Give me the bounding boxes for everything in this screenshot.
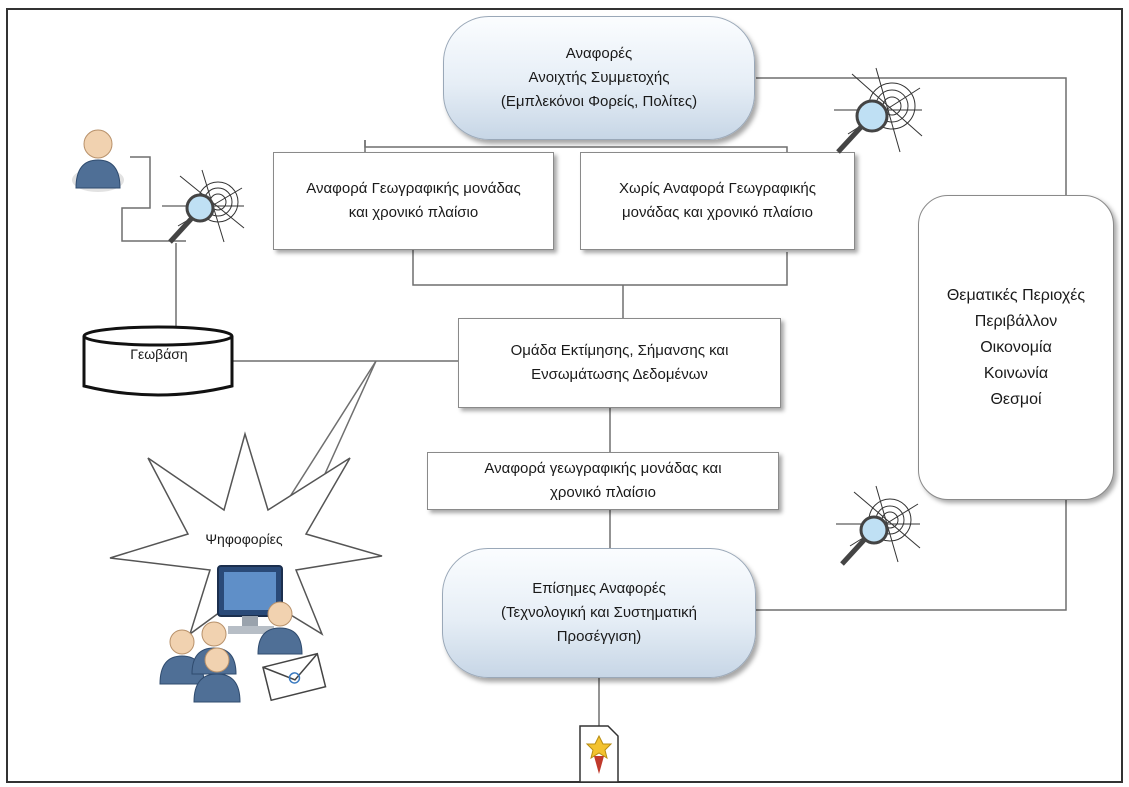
without-geo-line-2: μονάδας και χρονικό πλαίσιο (621, 204, 814, 221)
with-geo-reference-box: Αναφορά Γεωγραφικής μονάδας και χρονικό … (273, 152, 554, 250)
assessment-line-1: Ομάδα Εκτίμησης, Σήμανσης και (510, 342, 729, 359)
certificate-icon (579, 725, 619, 783)
open-reports-line-1: Αναφορές (565, 45, 633, 62)
computer-icon (217, 565, 283, 634)
web-magnifier-icon (162, 169, 245, 244)
person-icon (257, 601, 303, 655)
themes-line-3: Οικονομία (980, 338, 1052, 356)
envelope-icon (262, 652, 327, 702)
official-reports: Επίσημες Αναφορές (Τεχνολογική και Συστη… (442, 548, 756, 678)
thematic-areas-box: Θεματικές Περιοχές Περιβάλλον Οικονομία … (918, 195, 1114, 500)
web-magnifier-icon (836, 485, 921, 566)
official-line-2: (Τεχνολογική και Συστηματική (501, 604, 697, 621)
with-geo-line-1: Αναφορά Γεωγραφικής μονάδας (306, 180, 521, 197)
official-line-1: Επίσημες Αναφορές (532, 580, 666, 597)
database-icon (82, 325, 234, 397)
geo-reference-output-box: Αναφορά γεωγραφικής μονάδας και χρονικό … (427, 452, 779, 510)
votes-label: Ψηφοφορίες (205, 531, 283, 547)
geobase-label: Γεωβάση (130, 346, 188, 362)
themes-line-1: Θεματικές Περιοχές (946, 286, 1086, 304)
geo-output-line-2: χρονικό πλαίσιο (550, 484, 656, 501)
open-participation-reports: Αναφορές Ανοιχτής Συμμετοχής (Εμπλεκόνοι… (443, 16, 755, 140)
person-icon (72, 129, 124, 192)
with-geo-line-2: και χρονικό πλαίσιο (348, 204, 479, 221)
web-magnifier-icon (834, 67, 923, 154)
without-geo-line-1: Χωρίς Αναφορά Γεωγραφικής (619, 180, 816, 197)
official-line-3: Προσέγγιση) (556, 628, 642, 645)
themes-line-5: Θεσμοί (990, 390, 1042, 408)
themes-line-4: Κοινωνία (983, 364, 1049, 382)
assessment-line-2: Ενσωμάτωσης Δεδομένων (531, 366, 708, 383)
open-reports-line-2: Ανοιχτής Συμμετοχής (528, 69, 670, 86)
themes-line-2: Περιβάλλον (974, 312, 1058, 330)
diagram-border (6, 8, 1123, 783)
person-icon (193, 647, 241, 703)
without-geo-reference-box: Χωρίς Αναφορά Γεωγραφικής μονάδας και χρ… (580, 152, 855, 250)
open-reports-line-3: (Εμπλεκόνοι Φορείς, Πολίτες) (500, 93, 698, 110)
assessment-team-box: Ομάδα Εκτίμησης, Σήμανσης και Ενσωμάτωση… (458, 318, 781, 408)
geo-output-line-1: Αναφορά γεωγραφικής μονάδας και (484, 460, 722, 477)
